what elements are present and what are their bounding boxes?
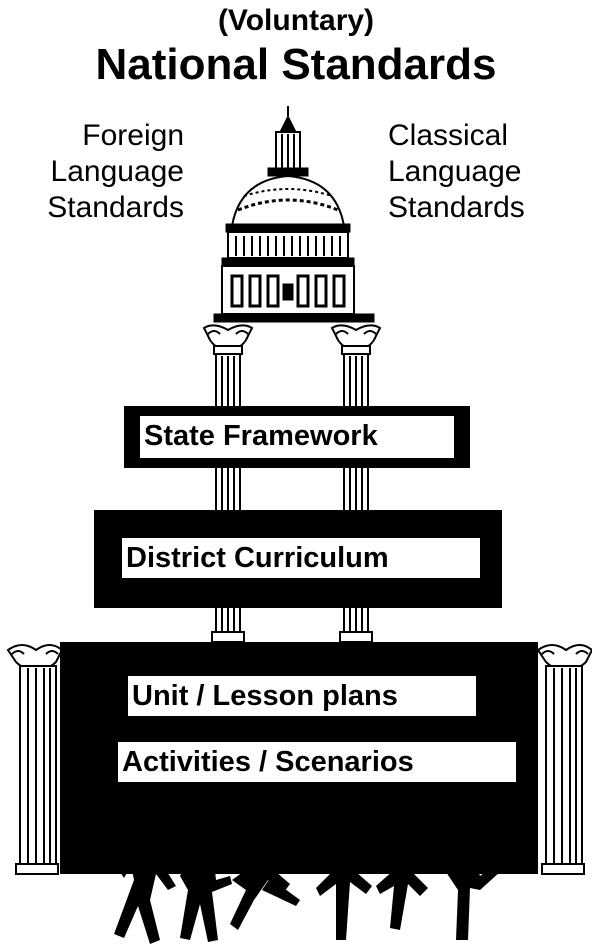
unit-lesson-plans-label: Unit / Lesson plans [128,676,476,716]
person-silhouette-icon [180,819,232,942]
column-icon [6,644,64,875]
person-silhouette-icon [114,809,176,944]
person-silhouette-icon [440,829,500,940]
capitol-dome-icon [213,106,375,323]
person-silhouette-icon [376,819,442,930]
column-icon [536,644,592,875]
person-silhouette-icon [316,811,372,940]
person-silhouette-icon [230,815,300,930]
foreign-language-standards-label: Foreign Language Standards [47,119,184,224]
classical-language-standards-label: Classical Language Standards [388,119,525,224]
state-framework-label: State Framework [140,416,454,458]
district-curriculum-label: District Curriculum [122,538,480,578]
activities-scenarios-label: Activities / Scenarios [118,742,516,782]
subtitle: (Voluntary) [217,4,375,37]
page-title: National Standards [95,40,497,89]
